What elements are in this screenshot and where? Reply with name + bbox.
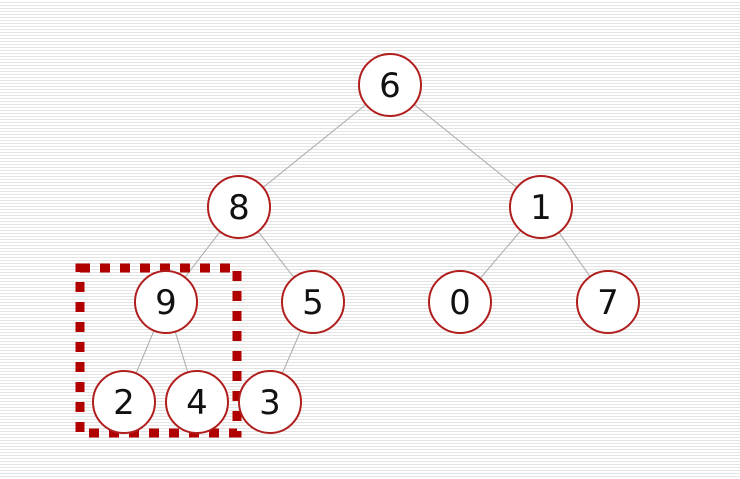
tree-node-label: 4 [186, 383, 208, 423]
tree-node-circle [576, 270, 640, 334]
tree-node: 2 [92, 370, 156, 434]
tree-edges [123, 84, 609, 403]
tree-node-label: 5 [302, 283, 324, 323]
tree-node-circle [428, 270, 492, 334]
tree-node: 1 [509, 175, 573, 239]
tree-node: 7 [576, 270, 640, 334]
tree-node-circle [358, 53, 422, 117]
tree-node-circle [165, 370, 229, 434]
tree-node: 4 [165, 370, 229, 434]
tree-node-circle [92, 370, 156, 434]
tree-node-label: 9 [155, 283, 177, 323]
tree-nodes: 6 8 1 9 5 0 7 2 4 3 [92, 53, 640, 434]
tree-node: 6 [358, 53, 422, 117]
tree-node-circle [281, 270, 345, 334]
tree-node: 3 [238, 370, 302, 434]
tree-node-label: 3 [259, 383, 281, 423]
tree-node-circle [509, 175, 573, 239]
tree-node-label: 7 [597, 283, 619, 323]
tree-node-circle [238, 370, 302, 434]
tree-edge [389, 84, 542, 208]
tree-node: 9 [134, 270, 198, 334]
tree-node: 5 [281, 270, 345, 334]
tree-node-label: 6 [379, 66, 401, 106]
tree-node-circle [207, 175, 271, 239]
tree-node-label: 0 [449, 283, 471, 323]
tree-node-label: 2 [113, 383, 135, 423]
tree-node: 8 [207, 175, 271, 239]
tree-node: 0 [428, 270, 492, 334]
tree-node-circle [134, 270, 198, 334]
tree-node-label: 8 [228, 188, 250, 228]
tree-edge [238, 84, 391, 208]
subtree-highlight-box [75, 263, 242, 438]
tree-node-label: 1 [530, 188, 552, 228]
